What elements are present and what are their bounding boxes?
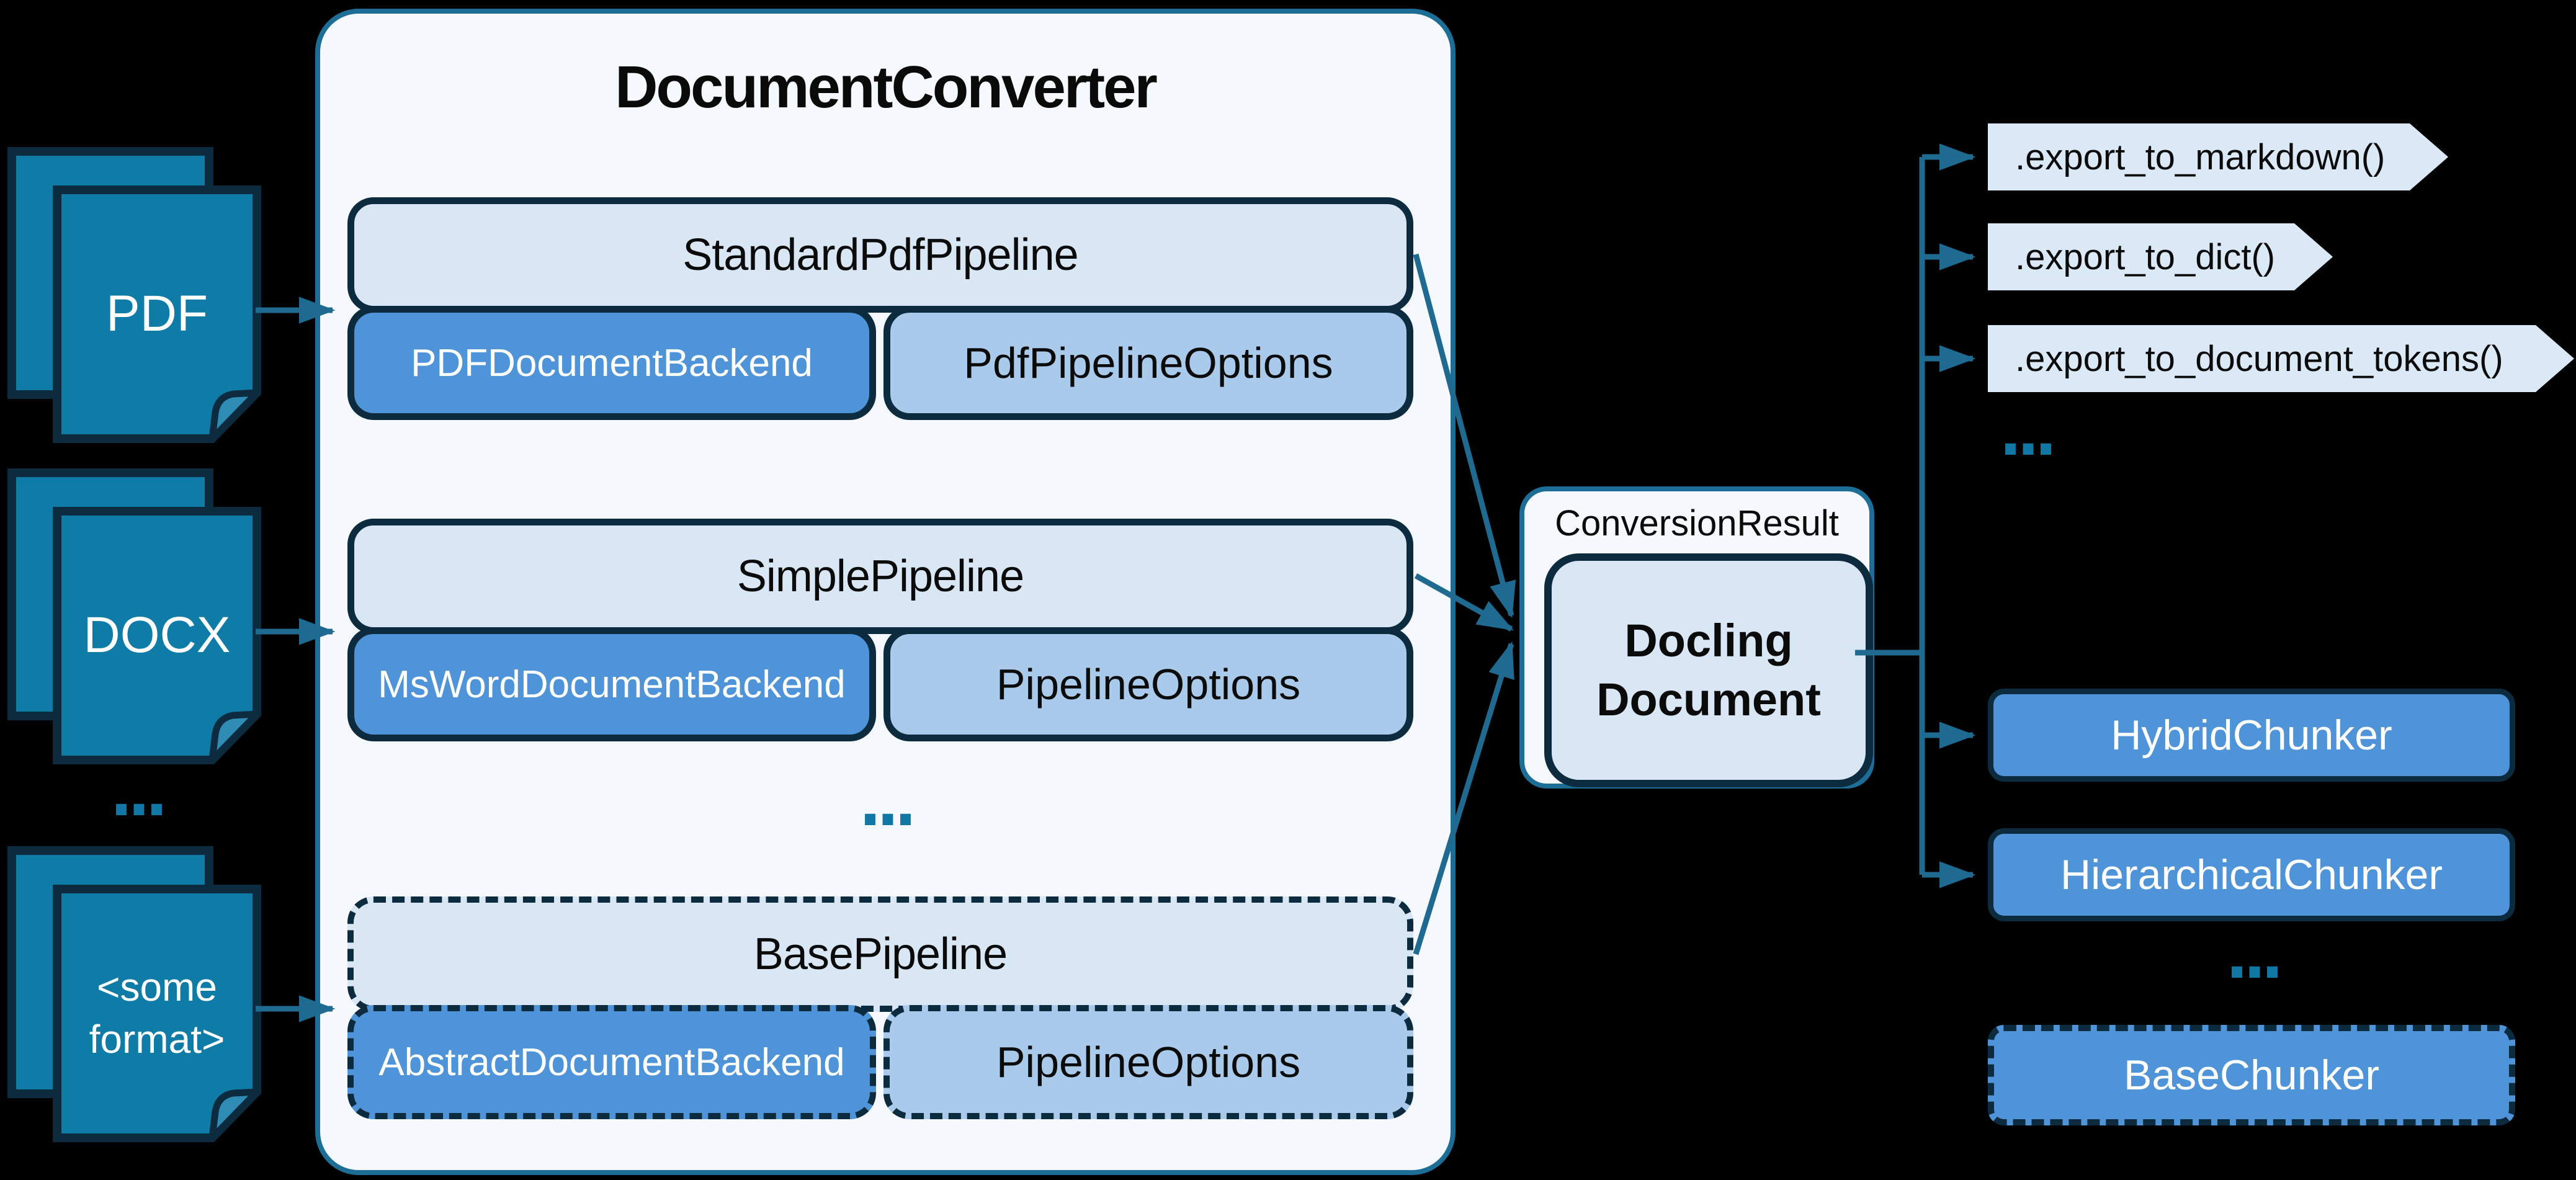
docling-document-box: Docling Document — [1544, 553, 1873, 787]
hierarchical-chunker-box: HierarchicalChunker — [1988, 828, 2515, 921]
chunker-ellipsis: ... — [2225, 923, 2283, 992]
export-to-document-tokens-label: .export_to_document_tokens() — [2015, 338, 2503, 379]
base-pipeline-options-label: PipelineOptions — [996, 1038, 1301, 1086]
pdf-document-backend-label: PDFDocumentBackend — [411, 341, 813, 385]
document-converter-title: DocumentConverter — [615, 54, 1158, 120]
export-ellipsis: ... — [1999, 400, 2057, 469]
base-pipeline-box: BasePipeline — [347, 896, 1413, 1012]
docx-document-icon: DOCX — [6, 467, 267, 777]
pipeline-ellipsis: ... — [859, 770, 916, 839]
docx-label: DOCX — [83, 607, 231, 664]
pipeline-options-label: PipelineOptions — [996, 660, 1301, 708]
standard-pdf-pipeline-box: StandardPdfPipeline — [347, 197, 1413, 313]
export-to-dict-label: .export_to_dict() — [2015, 236, 2276, 277]
conversion-result-label: ConversionResult — [1555, 503, 1839, 543]
simple-pipeline-box: SimplePipeline — [347, 519, 1413, 634]
document-pages-icon — [7, 147, 261, 443]
export-to-markdown-label: .export_to_markdown() — [2015, 136, 2386, 177]
pdf-label: PDF — [106, 285, 208, 342]
msword-document-backend-label: MsWordDocumentBackend — [378, 663, 846, 706]
base-pipeline-options-box: PipelineOptions — [883, 1005, 1413, 1119]
msword-document-backend-box: MsWordDocumentBackend — [347, 627, 876, 741]
abstract-document-backend-label: AbstractDocumentBackend — [378, 1040, 845, 1084]
document-pages-icon — [7, 846, 261, 1142]
hybrid-chunker-label: HybridChunker — [2111, 712, 2392, 759]
hybrid-chunker-box: HybridChunker — [1988, 689, 2515, 782]
pdf-pipeline-options-label: PdfPipelineOptions — [964, 339, 1333, 387]
abstract-document-backend-box: AbstractDocumentBackend — [347, 1005, 876, 1119]
pdf-document-icon: PDF — [6, 146, 267, 456]
some-format-label: <some format> — [89, 965, 225, 1062]
export-to-dict-tag: .export_to_dict() — [1988, 223, 2333, 290]
export-to-document-tokens-tag: .export_to_document_tokens() — [1988, 325, 2574, 392]
base-chunker-label: BaseChunker — [2123, 1052, 2380, 1099]
base-pipeline-label: BasePipeline — [753, 929, 1008, 979]
hierarchical-chunker-label: HierarchicalChunker — [2060, 851, 2443, 898]
export-to-markdown-tag: .export_to_markdown() — [1988, 123, 2448, 190]
simple-pipeline-label: SimplePipeline — [736, 552, 1024, 601]
base-chunker-box: BaseChunker — [1988, 1025, 2515, 1125]
pipeline-options-box: PipelineOptions — [883, 627, 1413, 741]
pdf-pipeline-options-box: PdfPipelineOptions — [883, 306, 1413, 420]
conversion-result-box: ConversionResult Docling Document — [1519, 486, 1874, 789]
pdf-document-backend-box: PDFDocumentBackend — [347, 306, 876, 420]
standard-pdf-pipeline-label: StandardPdfPipeline — [682, 230, 1078, 280]
some-format-document-icon: <some format> — [6, 845, 267, 1155]
document-pages-icon — [7, 468, 261, 764]
docling-document-label: Docling Document — [1596, 614, 1821, 725]
input-ellipsis: ... — [110, 760, 168, 829]
